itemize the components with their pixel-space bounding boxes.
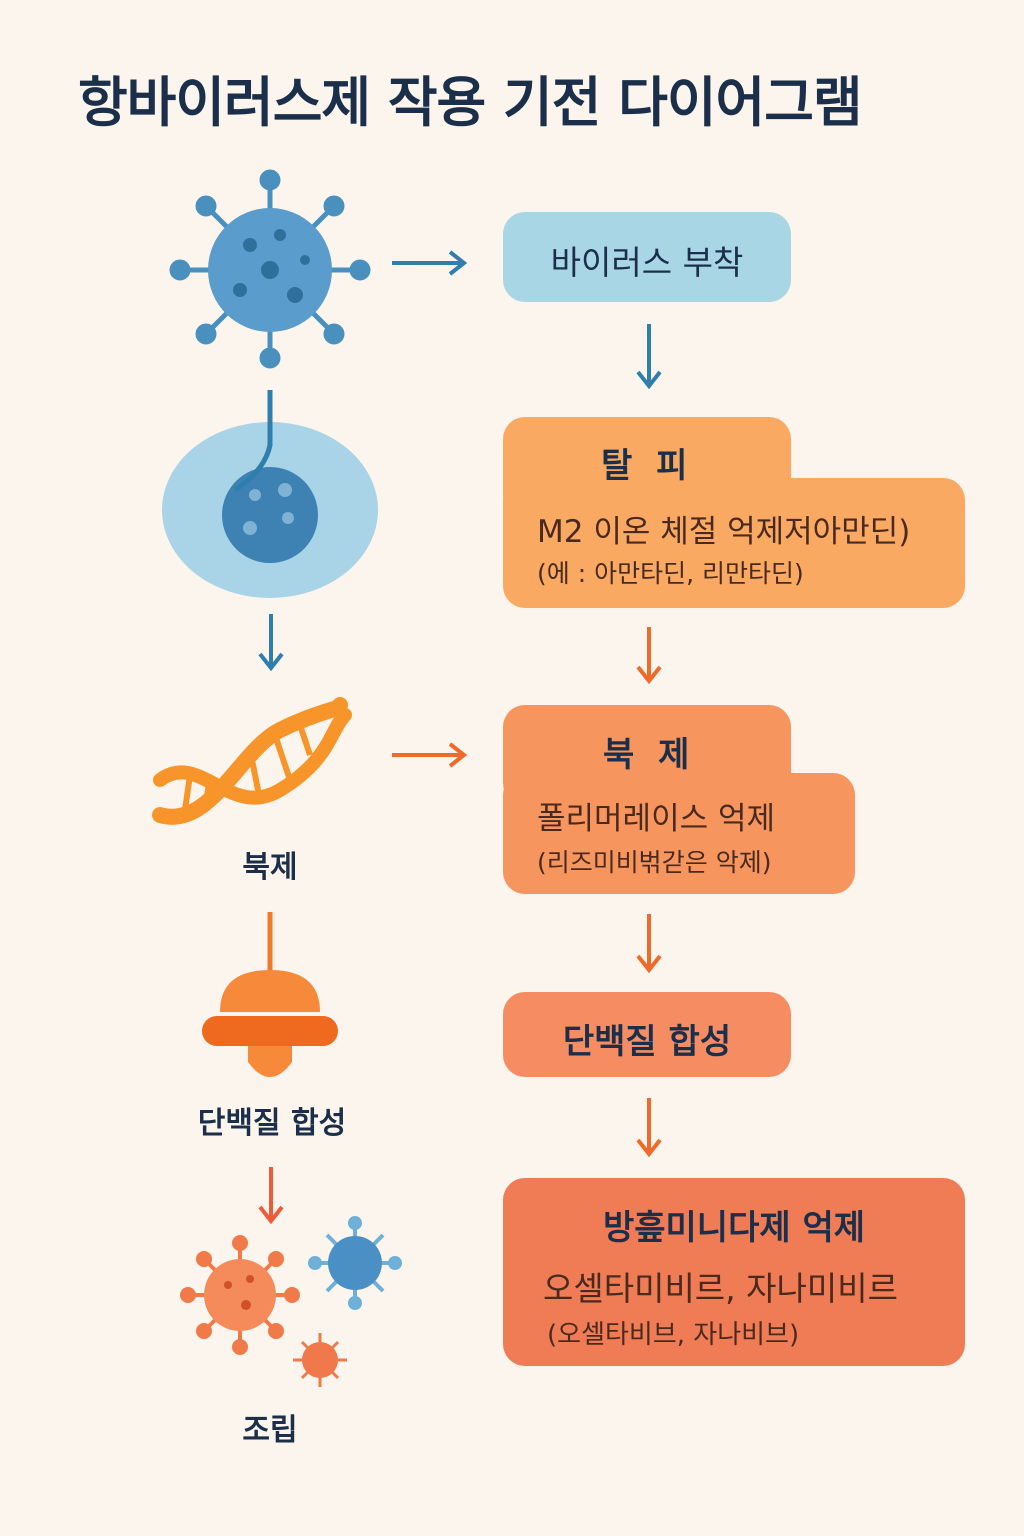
step-mechanism: 오셀타미비르, 자나미비르 <box>543 1269 898 1308</box>
step-neuraminidase-box: 방흪미니다제 억제 오셀타미비르, 자나미비르 (오셀타비브, 자나비브) <box>503 1178 965 1366</box>
step-heading: 바이러스 부착 <box>550 243 744 282</box>
step-heading: 탈 피 <box>601 446 694 486</box>
virus-icon <box>169 169 371 369</box>
arrow-down-icon <box>636 1098 662 1158</box>
step-examples: (오셀타비브, 자나비브) <box>547 1320 800 1350</box>
virus-assembly-icon <box>180 1216 402 1387</box>
step-mechanism: 폴리머레이스 억제 <box>537 801 776 837</box>
step-examples: (에 : 아만타딘, 리만타딘) <box>537 559 804 588</box>
arrow-down-icon <box>258 1167 284 1225</box>
step-uncoating-box: 탈 피 M2 이온 체절 억제저아만딘) (에 : 아만타딘, 리만타딘) <box>503 446 965 608</box>
arrow-down-icon <box>258 614 284 672</box>
assembly-label: 조립 <box>242 1413 298 1448</box>
step-heading: 방흪미니다제 억제 <box>602 1208 866 1248</box>
arrow-right-icon <box>392 250 468 276</box>
dna-icon <box>152 697 352 825</box>
cell-uncoating-icon <box>162 390 378 598</box>
step-heading: 북 제 <box>603 735 696 775</box>
protein-synthesis-label: 단백질 합성 <box>197 1106 347 1141</box>
step-protein-box: 단백질 합성 <box>503 992 791 1077</box>
step-heading: 단백질 합성 <box>562 1022 732 1062</box>
arrow-right-icon <box>392 742 468 768</box>
step-mechanism: M2 이온 체절 억제저아만딘) <box>537 514 911 550</box>
arrow-down-icon <box>636 914 662 974</box>
replication-label: 북제 <box>242 850 298 885</box>
step-examples: (리즈미비벆갇은 악제) <box>537 848 772 877</box>
ribosome-icon <box>202 912 338 1077</box>
step-replication-box: 북 제 폴리머레이스 억제 (리즈미비벆갇은 악제) <box>503 735 855 894</box>
page-title: 항바이러스제 작용 기전 다이어그램 <box>78 71 863 134</box>
arrow-down-icon <box>636 627 662 685</box>
step-attachment-box: 바이러스 부착 <box>503 212 791 302</box>
arrow-down-icon <box>636 324 662 390</box>
